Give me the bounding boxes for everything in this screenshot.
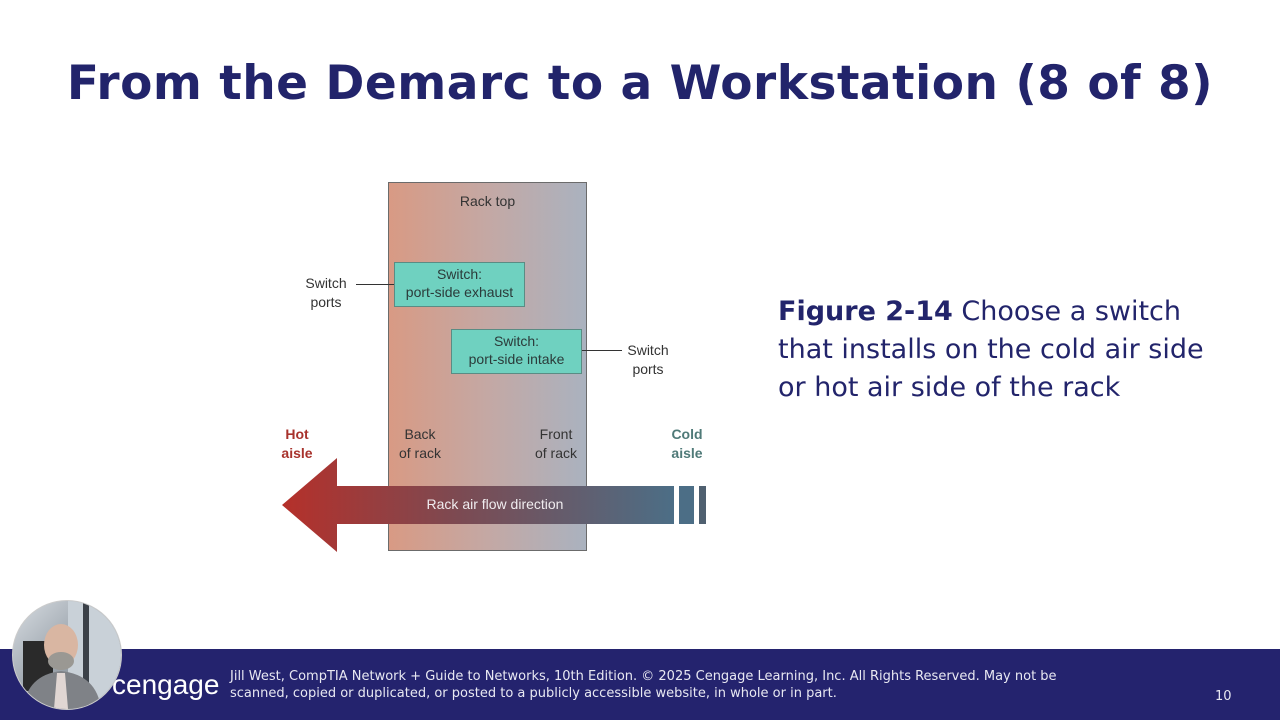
label-line: Cold: [671, 426, 703, 442]
page-number: 10: [1215, 689, 1232, 704]
label-line: Switch:: [436, 266, 483, 282]
label-line: port-side exhaust: [405, 284, 514, 300]
label-line: Switch: [627, 342, 669, 358]
label-line: Back: [404, 426, 436, 442]
slide-title: From the Demarc to a Workstation (8 of 8…: [66, 56, 1214, 111]
copyright-line: scanned, copied or duplicated, or posted…: [230, 686, 837, 701]
arrow-right-ports: [582, 350, 622, 351]
label-line: ports: [632, 361, 664, 377]
label-line: Switch: [305, 275, 347, 291]
label-line: of rack: [534, 445, 577, 461]
label-line: Hot: [285, 426, 309, 442]
hot-aisle-label: Hot aisle: [270, 425, 324, 463]
switch-port-side-intake: Switch: port-side intake: [451, 329, 582, 374]
cold-aisle-label: Cold aisle: [658, 425, 716, 463]
switch-ports-right-label: Switch ports: [618, 341, 678, 379]
presenter-webcam-avatar: [12, 600, 122, 710]
switch-ports-left-label: Switch ports: [296, 274, 356, 312]
caption-text: Choose a switch that installs on the col…: [778, 296, 1204, 403]
label-line: Switch:: [493, 333, 540, 349]
airflow-label: Rack air flow direction: [426, 496, 564, 512]
airflow-arrow-icon: [282, 458, 706, 552]
cengage-logo: cengage: [112, 669, 220, 700]
switch-port-side-exhaust: Switch: port-side exhaust: [394, 262, 525, 307]
arrow-left-ports: [356, 284, 394, 285]
back-of-rack-label: Back of rack: [390, 425, 450, 463]
copyright-line: Jill West, CompTIA Network + Guide to Ne…: [230, 669, 1057, 684]
rack-top-label: Rack top: [459, 193, 516, 209]
front-of-rack-label: Front of rack: [526, 425, 586, 463]
label-line: ports: [310, 294, 342, 310]
footer-bar: [0, 649, 1280, 720]
label-line: aisle: [281, 445, 313, 461]
label-line: port-side intake: [468, 351, 565, 367]
label-line: of rack: [398, 445, 441, 461]
figure-caption: Figure 2-14 Choose a switch that install…: [778, 293, 1218, 407]
label-line: Front: [539, 426, 573, 442]
rack-airflow-diagram: Rack top Switch ports Switch: port-side …: [270, 175, 720, 560]
label-line: aisle: [671, 445, 703, 461]
copyright-notice: Jill West, CompTIA Network + Guide to Ne…: [230, 668, 1180, 702]
person-icon: [23, 601, 121, 709]
figure-reference: Figure 2-14: [778, 296, 953, 327]
